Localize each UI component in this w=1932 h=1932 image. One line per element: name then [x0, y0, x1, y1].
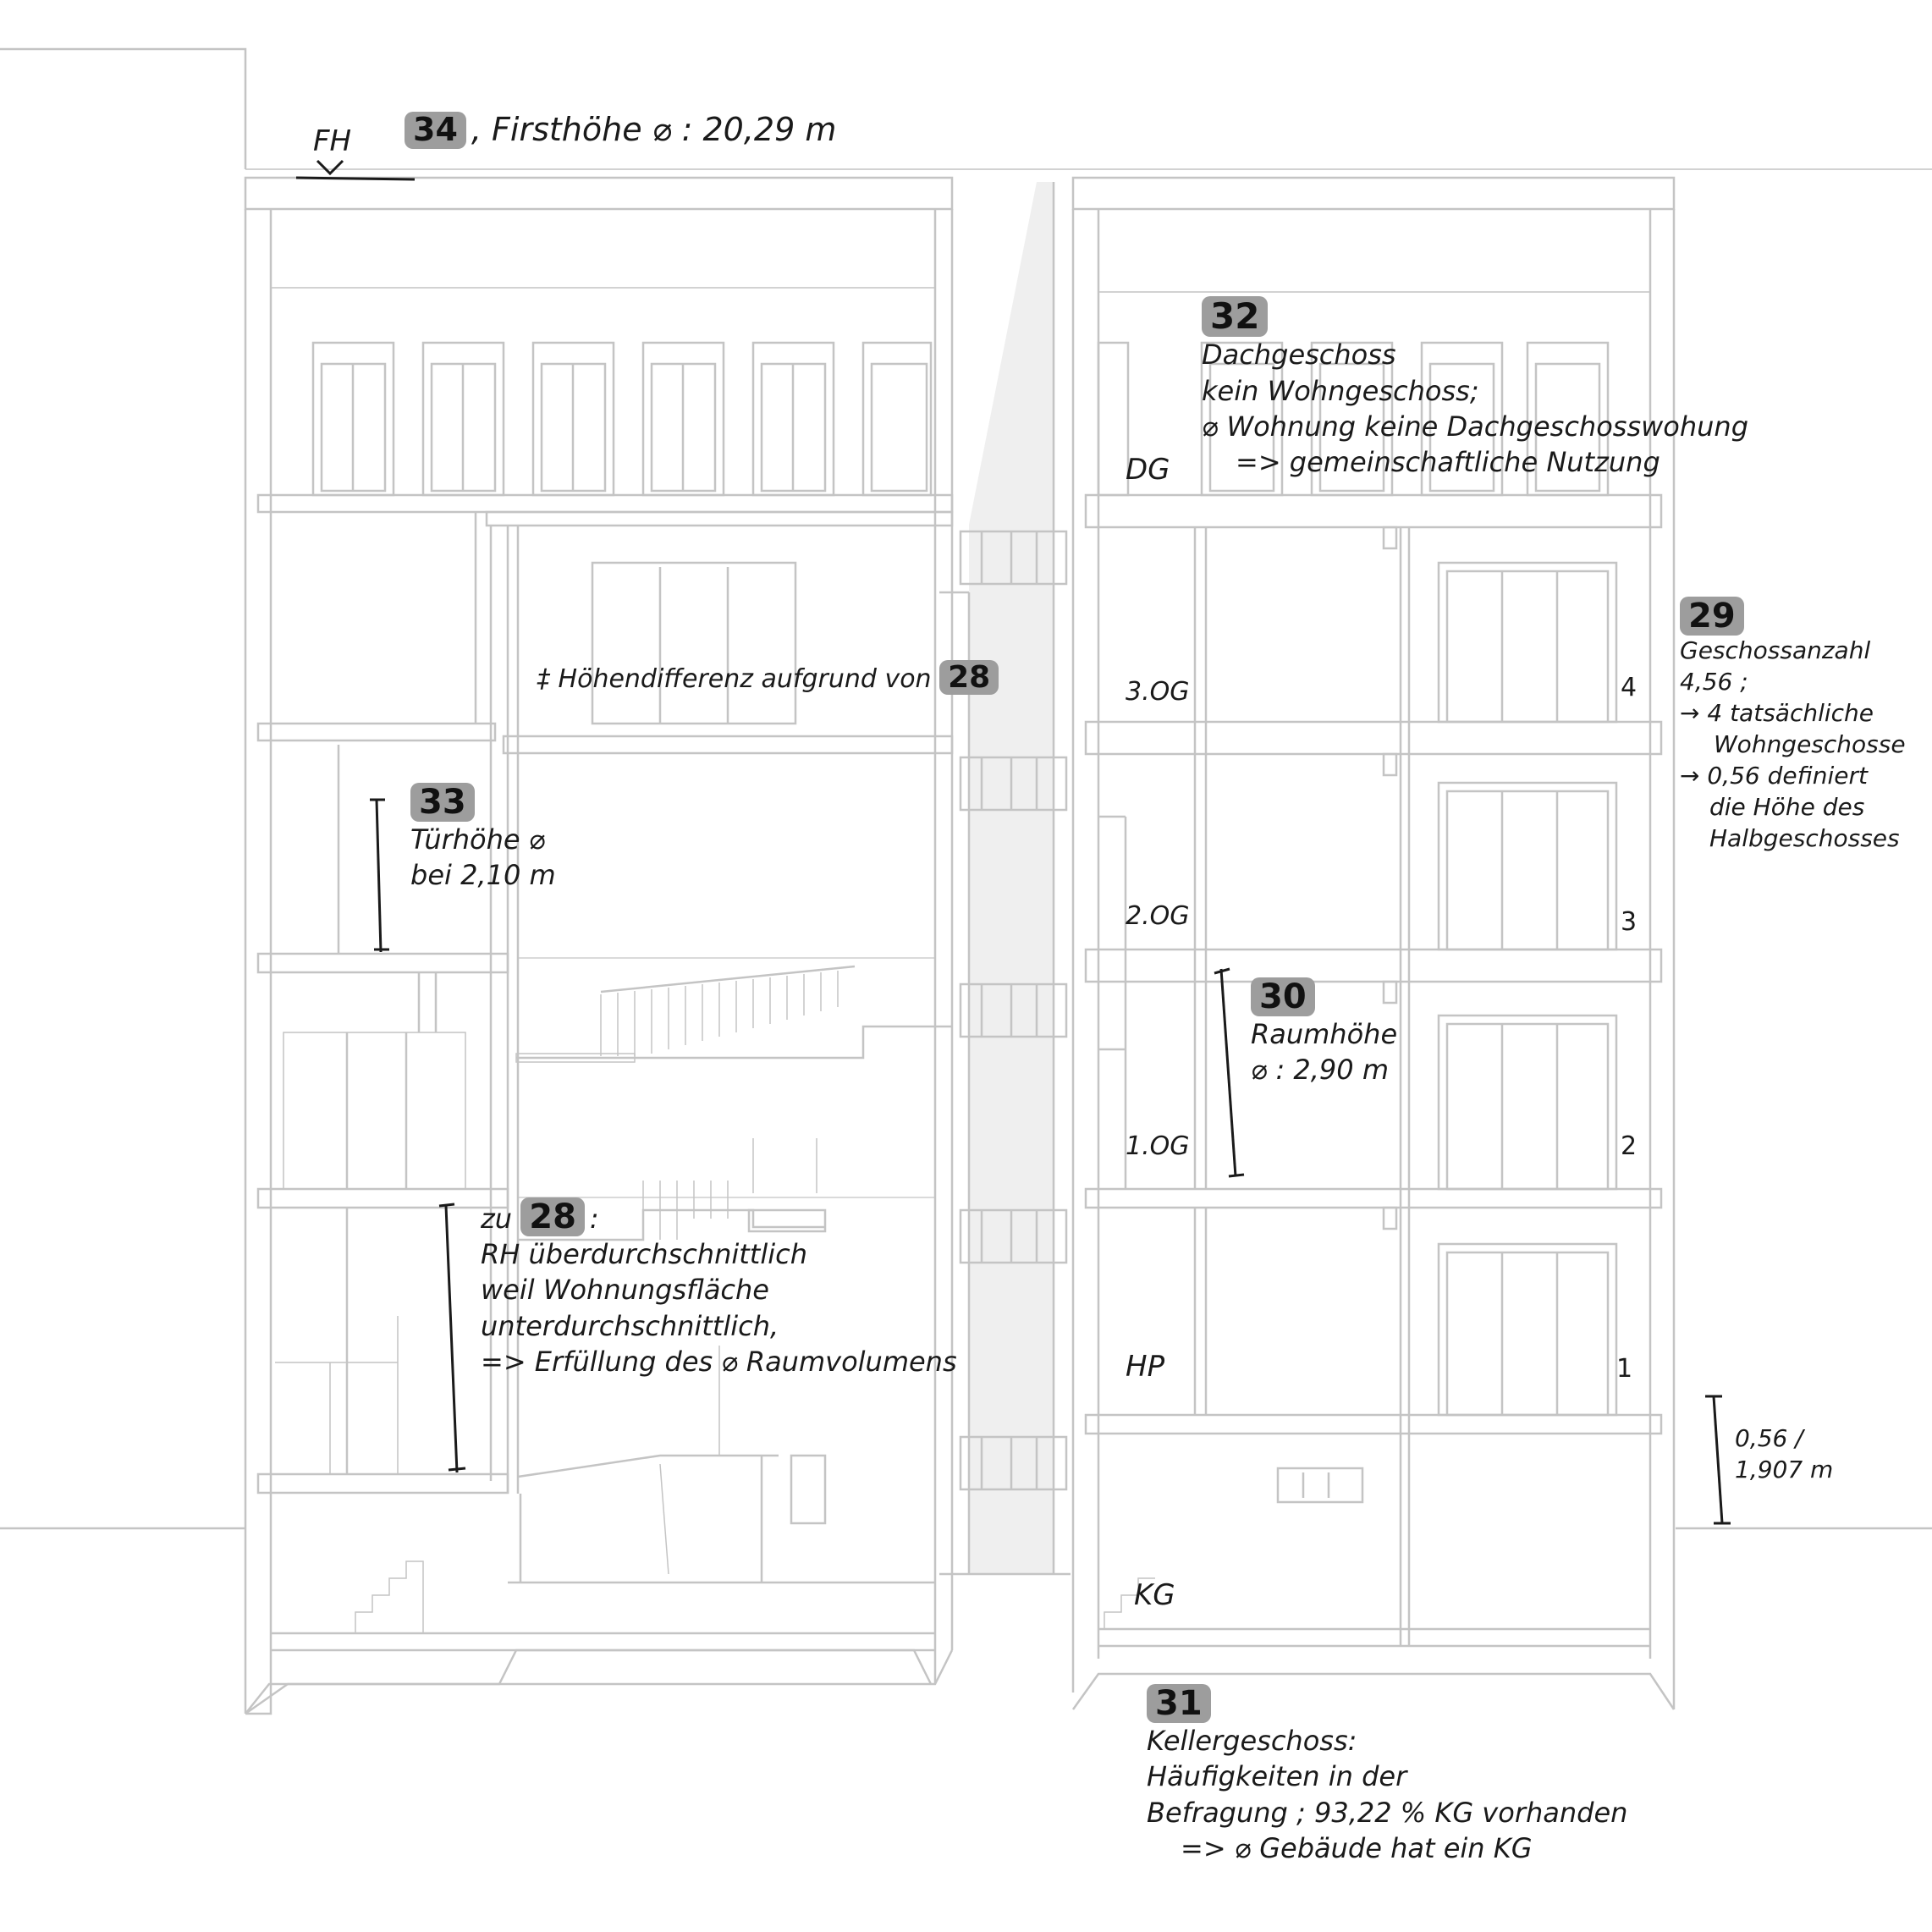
- badge-28-top: 28: [939, 660, 999, 696]
- floor-label-3og: 3.OG: [1126, 677, 1190, 707]
- annotation-29-line-7: Halbgeschosses: [1709, 823, 1900, 852]
- annotation-32-line-3: ⌀ Wohnung keine Dachgeschosswohung: [1202, 410, 1749, 443]
- left-slab-3og: [256, 722, 497, 742]
- floor-label-hp: HP: [1126, 1350, 1165, 1384]
- annotation-30: 30 Raumhöhe ⌀ : 2,90 m: [1251, 977, 1397, 1088]
- basement-window: [1276, 1467, 1364, 1504]
- annotation-31-line-3: Befragung ; 93,22 % KG vorhanden: [1147, 1796, 1628, 1829]
- annotation-31-line-2: Häufigkeiten in der: [1147, 1760, 1407, 1793]
- annotation-29-line-6: die Höhe des: [1709, 792, 1865, 821]
- annotation-30-line-2: ⌀ : 2,90 m: [1251, 1054, 1389, 1087]
- annotation-fh-label: FH: [313, 123, 351, 161]
- room-windows-right: [1437, 561, 1618, 1417]
- annotation-29: 29 Geschossanzahl 4,56 ; → 4 tatsächlich…: [1680, 597, 1906, 855]
- floor-label-dg: DG: [1126, 453, 1170, 487]
- stair-core: [969, 182, 1054, 1574]
- annotation-33-line-1: Türhöhe ⌀: [410, 823, 546, 856]
- annotation-29-line-2: 4,56 ;: [1680, 667, 1748, 696]
- badge-32: 32: [1202, 295, 1269, 338]
- neighbour-outline-left: [0, 47, 247, 169]
- annotation-28-line-1: RH überdurchschnittlich: [481, 1238, 807, 1271]
- left-slab-1og: [256, 1187, 509, 1209]
- left-slab-2og: [256, 952, 509, 974]
- stair-core-windows: [959, 530, 1068, 1491]
- right-foundation: [1071, 1672, 1676, 1710]
- floor-label-2og: 2.OG: [1126, 901, 1190, 931]
- badge-33: 33: [410, 783, 475, 822]
- floor-label-kg: KG: [1134, 1578, 1175, 1612]
- badge-29: 29: [1680, 597, 1744, 636]
- annotation-28-top-text: ‡ Höhendifferenz aufgrund von: [537, 664, 932, 694]
- annotation-33: 33 Türhöhe ⌀ bei 2,10 m: [410, 783, 556, 894]
- annotation-28-prefix: zu: [481, 1203, 513, 1235]
- annotation-33-line-2: bei 2,10 m: [410, 859, 556, 892]
- right-slab-dg: [1084, 493, 1663, 529]
- annotation-29-line-4: Wohngeschosse: [1714, 729, 1906, 758]
- flat-number-1: 1: [1616, 1354, 1633, 1384]
- left-slab-dg: [256, 493, 954, 514]
- annotation-29-line-5: → 0,56 definiert: [1680, 761, 1868, 790]
- right-slab-3og: [1084, 720, 1663, 756]
- annotation-28-top: ‡ Höhendifferenz aufgrund von 28: [537, 660, 1004, 696]
- annotation-34: 34, Firsthöhe ⌀ : 20,29 m: [405, 108, 836, 151]
- annotation-31-line-1: Kellergeschoss:: [1147, 1725, 1357, 1758]
- annotation-28-line-3: unterdurchschnittlich,: [481, 1309, 779, 1342]
- fh-label: FH: [313, 124, 352, 158]
- annotation-32-line-1: Dachgeschoss: [1202, 339, 1396, 372]
- left-roof-slab: [244, 176, 954, 211]
- badge-34: 34: [405, 111, 466, 149]
- floor-label-1og: 1.OG: [1126, 1131, 1190, 1161]
- annotation-056-line-1: 0,56 /: [1735, 1424, 1803, 1452]
- annotation-28-line-2: weil Wohnungsfläche: [481, 1274, 769, 1307]
- annotation-056: 0,56 / 1,907 m: [1735, 1423, 1833, 1486]
- annotation-29-line-1: Geschossanzahl: [1680, 636, 1871, 664]
- right-slab-1og: [1084, 1187, 1663, 1209]
- flat-number-3: 3: [1621, 907, 1638, 937]
- right-roof-slab: [1071, 176, 1676, 211]
- annotation-28: zu 28: RH überdurchschnittlich weil Wohn…: [481, 1197, 957, 1379]
- annotation-30-line-1: Raumhöhe: [1251, 1018, 1398, 1051]
- annotation-34-text: , Firsthöhe ⌀ : 20,29 m: [471, 111, 837, 148]
- badge-31: 31: [1147, 1684, 1211, 1723]
- attic-windows-left: [311, 341, 933, 497]
- annotation-31-line-4: => ⌀ Gebäude hat ein KG: [1181, 1831, 1533, 1864]
- annotation-32: 32 Dachgeschoss kein Wohngeschoss; ⌀ Woh…: [1202, 295, 1749, 480]
- annotation-28-line-4: => Erfüllung des ⌀ Raumvolumens: [481, 1345, 957, 1378]
- annotation-28-suffix: :: [589, 1203, 599, 1235]
- left-slab-hp: [256, 1472, 509, 1494]
- right-slab-2og: [1084, 948, 1663, 983]
- badge-28: 28: [520, 1197, 585, 1236]
- annotation-31: 31 Kellergeschoss: Häufigkeiten in der B…: [1147, 1684, 1627, 1866]
- annotation-29-line-3: → 4 tatsächliche: [1680, 698, 1874, 727]
- annotation-056-line-2: 1,907 m: [1735, 1455, 1834, 1483]
- left-foundation: [245, 1649, 933, 1715]
- right-slab-hp: [1084, 1413, 1663, 1435]
- annotation-32-line-4: => gemeinschaftliche Nutzung: [1236, 446, 1660, 478]
- badge-30: 30: [1251, 977, 1315, 1016]
- flat-number-4: 4: [1621, 673, 1638, 702]
- annotation-32-line-2: kein Wohngeschoss;: [1202, 374, 1479, 407]
- flat-number-2: 2: [1621, 1131, 1638, 1161]
